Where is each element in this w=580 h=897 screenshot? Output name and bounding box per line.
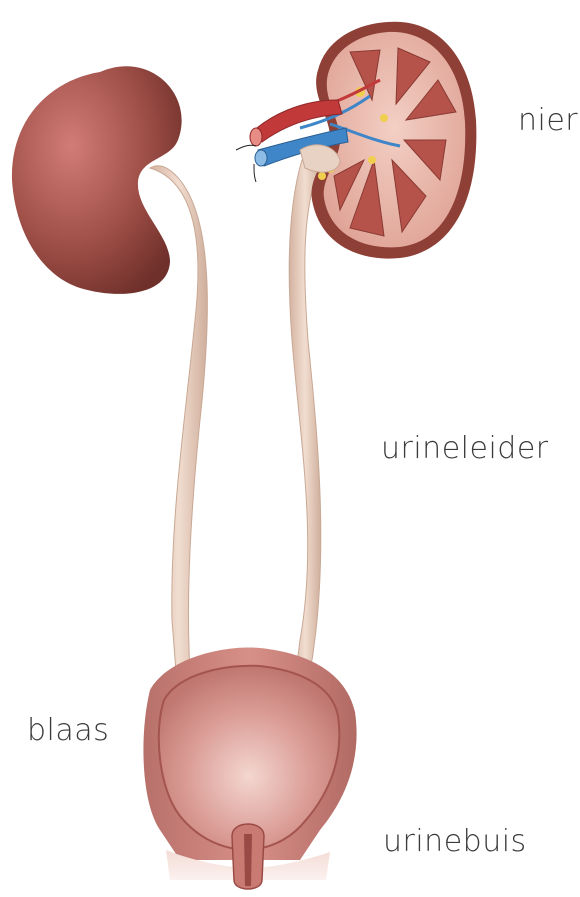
- bladder-label: blaas: [27, 716, 109, 746]
- left-kidney: [12, 66, 182, 294]
- ureter-label: urineleider: [381, 434, 549, 464]
- urethra: [232, 824, 264, 889]
- urethra-label: urinebuis: [383, 827, 527, 857]
- kidney-label: nier: [518, 106, 578, 136]
- right-kidney-cross-section: [236, 22, 476, 259]
- right-ureter: [289, 160, 321, 672]
